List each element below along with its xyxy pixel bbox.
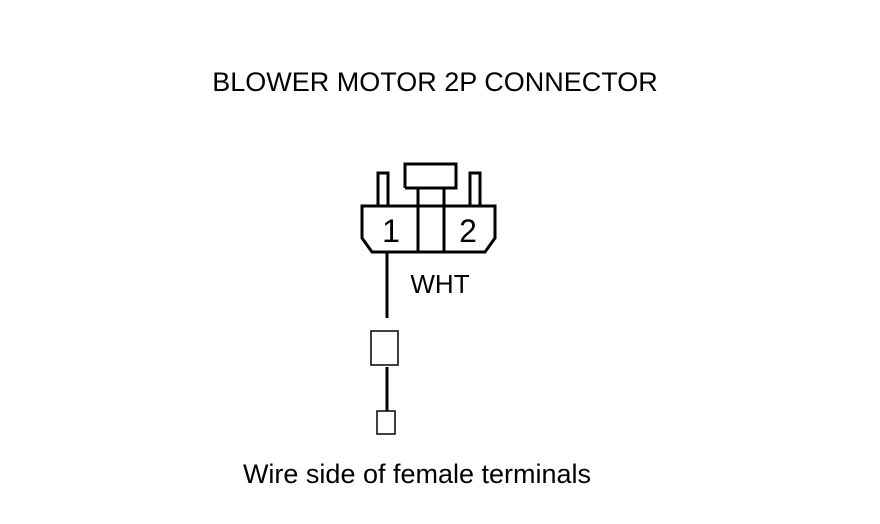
lock-tab-stem <box>405 186 420 206</box>
terminal-body <box>370 330 399 366</box>
diagram-caption: Wire side of female terminals <box>243 459 591 489</box>
connector-body <box>360 204 497 254</box>
wire-color-label: WHT <box>410 269 469 299</box>
diagram-title: BLOWER MOTOR 2P CONNECTOR <box>212 67 658 97</box>
terminal-tip <box>376 410 396 435</box>
lock-tab <box>403 162 458 206</box>
right-latch <box>468 171 482 206</box>
connector-symbol <box>360 162 497 254</box>
left-latch <box>376 171 390 206</box>
pin-2-label: 2 <box>459 213 477 249</box>
pin-1-label: 1 <box>382 213 400 249</box>
